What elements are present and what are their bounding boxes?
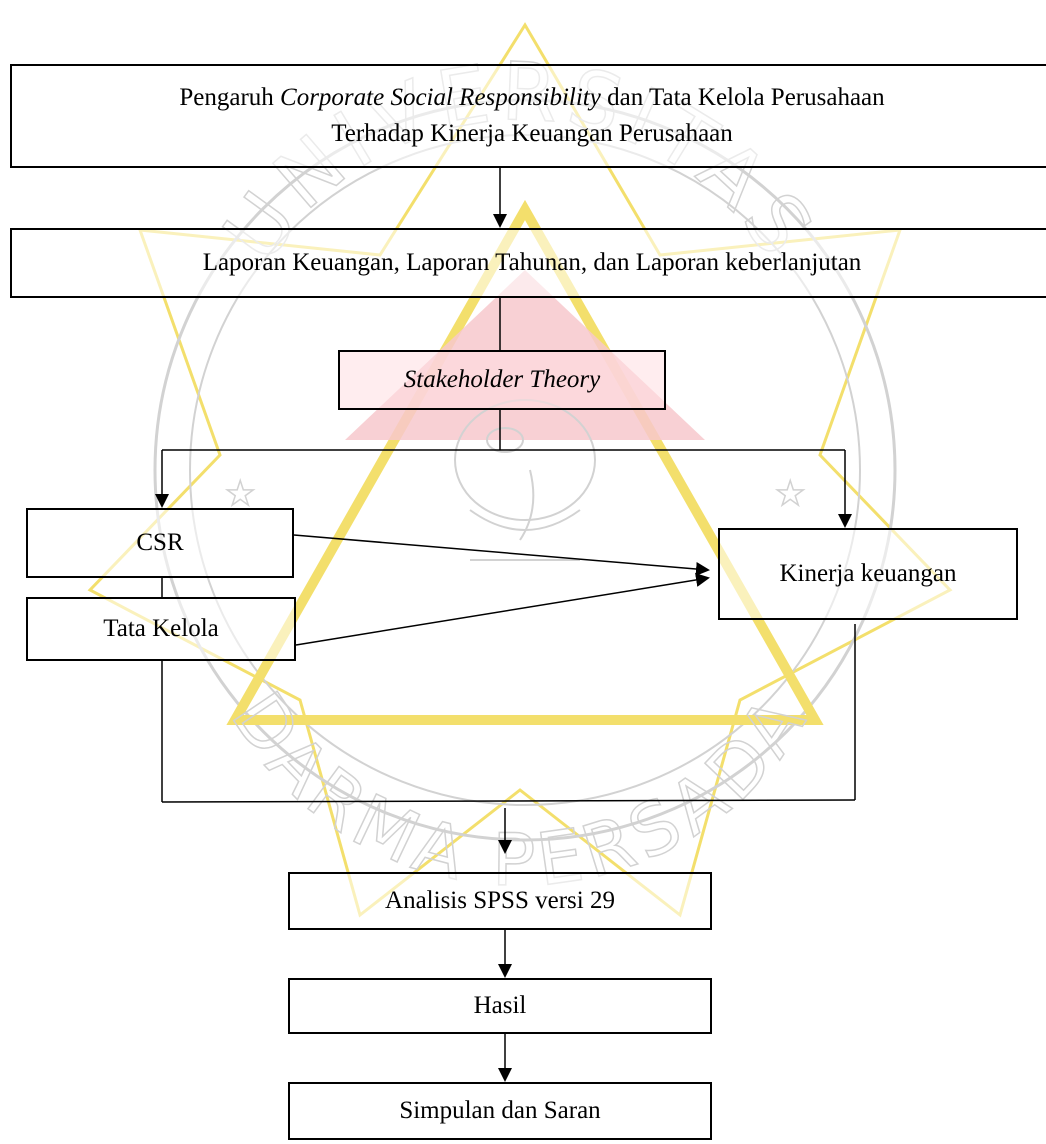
conclusion-box: Simpulan dan Saran (288, 1082, 712, 1140)
governance-box: Tata Kelola (26, 597, 296, 661)
seal-triangle (226, 199, 824, 725)
title-box: Pengaruh Corporate Social Responsibility… (10, 64, 1046, 168)
star-icon: ★ (225, 476, 255, 513)
star-icon: ★ (775, 476, 805, 513)
title-line-2: Terhadap Kinerja Keuangan Perusahaan (331, 120, 733, 147)
title-line-1: Pengaruh Corporate Social Responsibility… (179, 83, 885, 111)
theory-box: Stakeholder Theory (338, 350, 666, 410)
analysis-box: Analisis SPSS versi 29 (288, 872, 712, 930)
reports-box: Laporan Keuangan, Laporan Tahunan, dan L… (10, 228, 1046, 298)
seal-star-shape (87, 22, 953, 918)
performance-box: Kinerja keuangan (718, 528, 1018, 620)
csr-box: CSR (26, 508, 294, 578)
results-box: Hasil (288, 978, 712, 1034)
